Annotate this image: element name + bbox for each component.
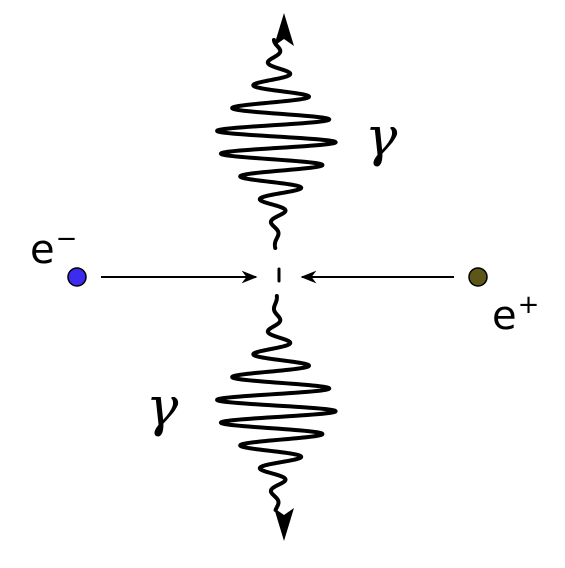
photon-symbol-top: γ <box>365 105 398 168</box>
electron-charge: − <box>55 224 78 254</box>
electron-dot <box>67 267 87 287</box>
photon-arrowhead-bottom <box>274 508 294 541</box>
positron-charge: + <box>517 290 540 320</box>
photon-arrowhead-top <box>274 13 294 46</box>
photon-wave-bottom <box>215 294 338 512</box>
photon-label-bottom: γ <box>146 380 178 434</box>
positron-label: e+ <box>492 292 539 336</box>
photon-wave-top <box>215 38 338 250</box>
positron-symbol: e <box>492 293 517 339</box>
electron-symbol: e <box>30 227 55 273</box>
positron-dot <box>468 267 488 287</box>
photon-label-top: γ <box>365 110 397 164</box>
photon-symbol-bottom: γ <box>146 375 179 438</box>
electron-label: e− <box>30 226 77 270</box>
